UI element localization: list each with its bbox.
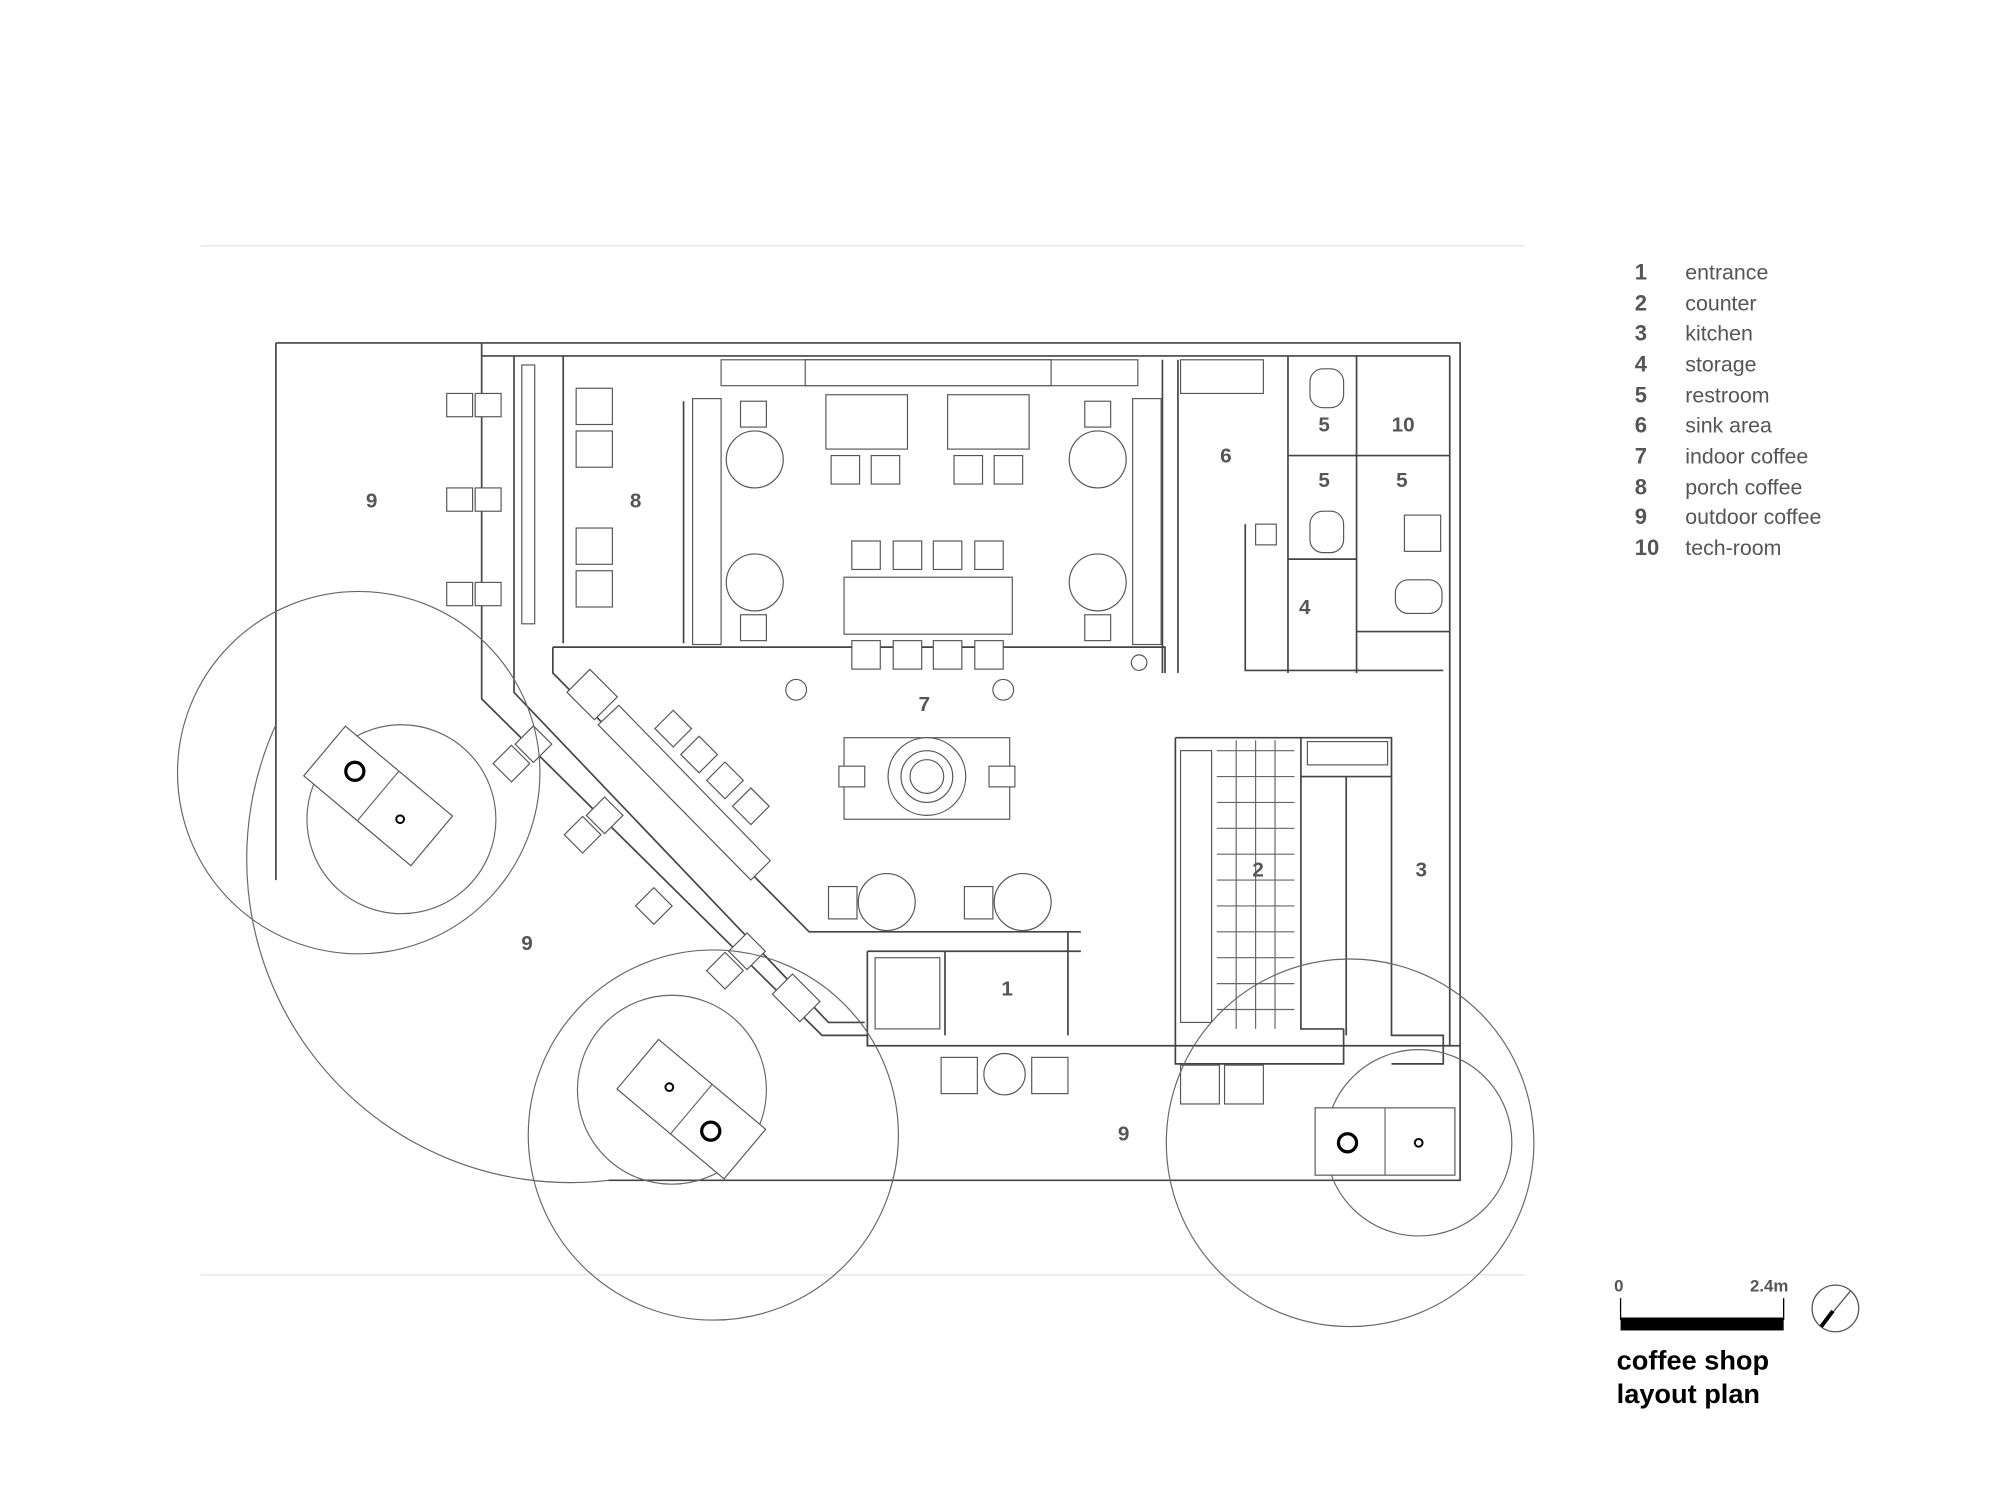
scale-bar: 0 2.4m	[1614, 1277, 1788, 1331]
legend-label: sink area	[1685, 413, 1772, 437]
legend-number: 3	[1635, 320, 1647, 345]
scale-end-label: 2.4m	[1750, 1277, 1788, 1296]
room-label-outdoor-coffee: 9	[366, 490, 378, 513]
room-label-entrance: 1	[1001, 978, 1013, 1001]
legend-number: 7	[1635, 443, 1647, 468]
legend-number: 1	[1635, 260, 1647, 285]
room-label-kitchen: 3	[1416, 858, 1428, 881]
legend-label: outdoor coffee	[1685, 505, 1821, 529]
room-label-sink-area: 6	[1220, 444, 1232, 467]
scale-start-label: 0	[1614, 1277, 1623, 1296]
building-walls	[480, 342, 1461, 1065]
legend-label: restroom	[1685, 384, 1769, 408]
porch-seating	[521, 364, 722, 646]
room-label-restroom: 5	[1318, 469, 1330, 492]
room-label-restroom: 5	[1318, 413, 1330, 436]
diagonal-bar	[492, 668, 821, 1023]
legend-label: storage	[1685, 352, 1756, 376]
room-label-indoor-coffee: 7	[919, 693, 931, 716]
legend-number: 10	[1635, 535, 1659, 560]
legend-number: 8	[1635, 474, 1647, 499]
legend-label: counter	[1685, 292, 1756, 316]
legend: 1 entrance 2 counter 3 kitchen 4 storage 5 re…	[1635, 260, 1822, 561]
legend-label: entrance	[1685, 261, 1768, 285]
plan-title-line2: layout plan	[1617, 1378, 1760, 1409]
outdoor-umbrella-tables	[176, 590, 1535, 1328]
room-label-porch-coffee: 8	[630, 490, 642, 513]
entrance-seating	[940, 1052, 1069, 1096]
room-label-restroom: 5	[1396, 469, 1408, 492]
room-label-storage: 4	[1299, 596, 1311, 619]
legend-label: tech-room	[1685, 536, 1781, 560]
counter-fixtures	[874, 740, 1389, 1105]
indoor-furniture	[720, 359, 1162, 932]
legend-label: kitchen	[1685, 321, 1753, 345]
legend-number: 4	[1635, 351, 1648, 376]
legend-number: 2	[1635, 291, 1647, 316]
legend-label: indoor coffee	[1685, 444, 1808, 468]
legend-label: porch coffee	[1685, 475, 1802, 499]
room-label-tech-room: 10	[1392, 413, 1415, 436]
outdoor-stools	[446, 392, 502, 607]
legend-number: 9	[1635, 504, 1647, 529]
room-label-outdoor-coffee: 9	[1118, 1122, 1130, 1145]
room-label-outdoor-coffee: 9	[521, 932, 533, 955]
restroom-fixtures	[1179, 359, 1443, 615]
plan-title-line1: coffee shop	[1617, 1344, 1769, 1375]
legend-number: 5	[1635, 383, 1647, 408]
north-arrow-icon	[1811, 1284, 1860, 1333]
room-label-counter: 2	[1252, 858, 1264, 881]
legend-number: 6	[1635, 412, 1647, 437]
